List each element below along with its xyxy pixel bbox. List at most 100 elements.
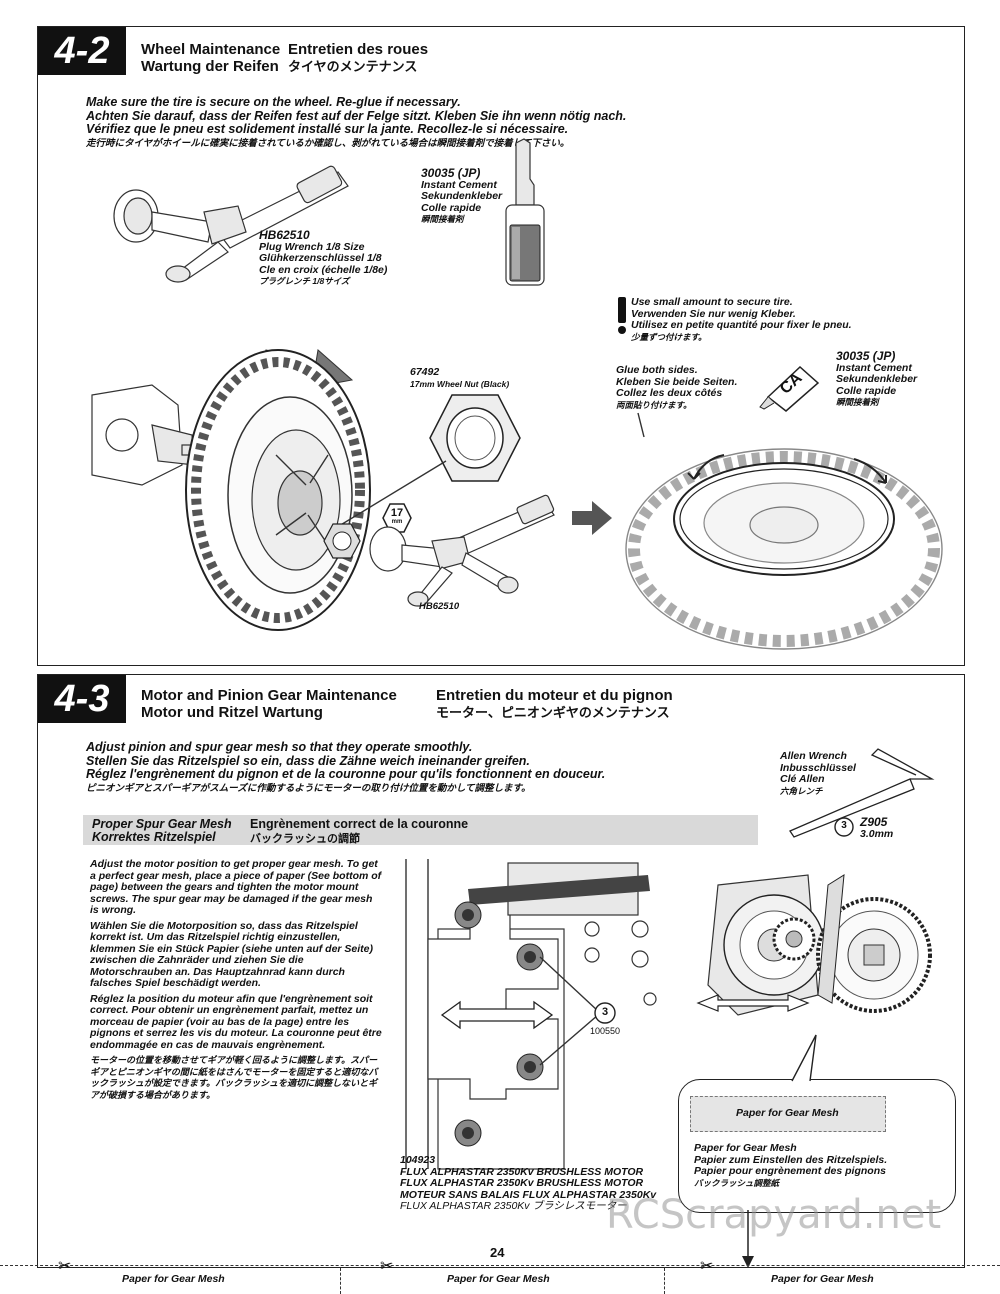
instruction-jp: 走行時にタイヤがホイールに確実に接着されているか確認し、剥がれている場合は瞬間接… xyxy=(86,137,570,149)
watermark: RCScrapyard.net xyxy=(606,1192,942,1238)
caution-text: Use small amount to secure tire. Verwend… xyxy=(631,296,852,343)
exclamation-icon xyxy=(616,297,628,335)
instruction-de: Achten Sie darauf, dass der Reifen fest … xyxy=(86,108,627,123)
right-arrow-icon xyxy=(572,501,612,535)
body-jp: モーターの位置を移動させてギアが軽く回るように調整します。スパーギアとピニオンギ… xyxy=(90,1055,378,1100)
screw-icon xyxy=(516,1053,544,1081)
body-en: Adjust the motor position to get proper … xyxy=(90,858,382,916)
wheel-nut-illustration xyxy=(429,394,521,482)
paper-caption: Paper for Gear Mesh Papier zum Einstelle… xyxy=(694,1142,888,1189)
socket-size: 17 xyxy=(390,507,404,519)
scissors-icon: ✂ xyxy=(58,1258,72,1275)
wrench-code-2: HB62510 xyxy=(419,601,460,612)
cut-label: Paper for Gear Mesh xyxy=(771,1273,874,1285)
ca-bottle: CA xyxy=(759,363,820,413)
plug-wrench-2-illustration xyxy=(369,494,555,607)
allen-badge-value: 3 xyxy=(841,820,847,831)
bar-title-en: Proper Spur Gear Mesh xyxy=(92,817,232,831)
screw-icon xyxy=(516,943,544,971)
section-number: 4-2 xyxy=(38,27,126,75)
wrench-line: Glühkerzenschlüssel 1/8 xyxy=(259,252,382,264)
allen-code-text: Z905 xyxy=(860,815,888,829)
cement-line: Colle rapide xyxy=(421,201,482,214)
circle-badge-icon xyxy=(834,817,854,837)
adjust-arrow-icon xyxy=(440,1000,554,1030)
body-de: Wählen Sie die Motorposition so, dass da… xyxy=(90,919,374,989)
screw-size-badge: 3 xyxy=(594,1002,616,1024)
allen-wrench-label: Allen Wrench Inbusschlüssel Clé Allen 六角… xyxy=(780,750,856,797)
cement-code-2: 30035 (JP) xyxy=(836,349,896,363)
bar-title-fr: Engrènement correct de la couronne xyxy=(250,817,469,831)
instructions: Adjust pinion and spur gear mesh so that… xyxy=(86,740,726,795)
cement-line: Instant Cement xyxy=(421,178,497,191)
cement-line: 瞬間接着剤 xyxy=(421,214,464,224)
glue-line: 両面貼り付けます。 xyxy=(616,399,692,410)
wrench-line: Cle en croix (échelle 1/8e) xyxy=(259,263,388,276)
gear-mesh-bar xyxy=(83,815,758,845)
hexagon-icon xyxy=(382,503,412,533)
cut-arrow xyxy=(742,1210,754,1268)
paper-sample-label: Paper for Gear Mesh xyxy=(736,1107,839,1119)
caution-line: 少量ずつ付けます。 xyxy=(631,331,707,342)
allen-line: Inbusschlüssel xyxy=(780,761,856,774)
instruction-de: Stellen Sie das Ritzelspiel so ein, dass… xyxy=(86,753,530,768)
cement-line: Instant Cement xyxy=(836,361,912,374)
glue-bottle-illustration xyxy=(505,138,545,286)
bar-title-jp: バックラッシュの調節 xyxy=(250,833,360,845)
motor-line: FLUX ALPHASTAR 2350Kv ブラシレスモーター xyxy=(400,1200,627,1212)
section-title-de: Motor und Ritzel Wartung xyxy=(141,704,323,721)
cement-line: Sekundenkleber xyxy=(421,190,503,202)
tire-rim-illustration xyxy=(625,448,943,650)
motor-line: FLUX ALPHASTAR 2350Kv BRUSHLESS MOTOR xyxy=(400,1165,644,1178)
allen-size-badge: 3 xyxy=(834,817,854,837)
allen-code: Z905 3.0mm xyxy=(860,815,894,840)
page-number: 24 xyxy=(490,1245,505,1260)
section-title-en: Motor and Pinion Gear Maintenance xyxy=(141,687,397,704)
paper-caption-line: Paper for Gear Mesh xyxy=(694,1142,797,1154)
nut-description: 17mm Wheel Nut (Black) xyxy=(410,378,510,389)
glue-line: Kleben Sie beide Seiten. xyxy=(616,375,738,388)
screw-leader-lines xyxy=(539,956,599,1066)
wrench-code: HB62510 xyxy=(259,228,310,242)
tire-illustration xyxy=(185,349,371,631)
allen-size-text: 3.0mm xyxy=(860,827,894,840)
allen-wrench-illustration xyxy=(789,748,935,838)
section-title-fr: Entretien des roues xyxy=(288,41,429,58)
paper-caption-line: Papier zum Einstellen des Ritzelspiels. xyxy=(694,1153,888,1166)
cement-label-1: 30035 (JP) Instant Cement Sekundenkleber… xyxy=(421,167,503,226)
caution-line: Utilisez en petite quantité pour fixer l… xyxy=(631,319,852,331)
body-fr: Réglez la position du moteur afin que l'… xyxy=(90,992,382,1051)
cement-line: 瞬間接着剤 xyxy=(836,397,879,407)
gear-mesh-illustration xyxy=(696,874,932,1016)
section-number: 4-3 xyxy=(38,675,126,723)
glue-leader-line xyxy=(637,412,645,438)
body-text: Adjust the motor position to get proper … xyxy=(90,858,382,1101)
cut-label: Paper for Gear Mesh xyxy=(447,1273,550,1285)
nut-leader-line xyxy=(333,460,447,530)
motor-code: 104923 xyxy=(400,1154,436,1166)
motor-line: MOTEUR SANS BALAIS FLUX ALPHASTAR 2350Kv xyxy=(400,1188,657,1201)
section-title-en: Wheel Maintenance xyxy=(141,41,281,58)
nut-label: 67492 17mm Wheel Nut (Black) xyxy=(410,366,510,390)
small-nut-illustration xyxy=(323,523,361,559)
cut-line xyxy=(0,1265,1000,1266)
instruction-jp: ピニオンギアとスパーギアがスムーズに作動するようにモーターの取り付け位置を動かし… xyxy=(86,782,531,794)
screw-icon xyxy=(454,901,482,929)
allen-line: Clé Allen xyxy=(780,773,825,785)
instructions: Make sure the tire is secure on the whee… xyxy=(86,95,646,150)
scissors-icon: ✂ xyxy=(700,1258,714,1275)
section-4-2: 4-2 Wheel Maintenance Entretien des roue… xyxy=(37,26,965,666)
cement-label-2: 30035 (JP) Instant Cement Sekundenkleber… xyxy=(836,349,917,409)
section-title-fr: Entretien du moteur et du pignon xyxy=(436,687,673,704)
instruction-en: Adjust pinion and spur gear mesh so that… xyxy=(86,740,473,754)
callout-pointer xyxy=(791,1034,817,1082)
caution-line: Use small amount to secure tire. xyxy=(631,296,793,308)
cut-label: Paper for Gear Mesh xyxy=(122,1273,225,1285)
section-title-de: Wartung der Reifen xyxy=(141,58,279,75)
wrench-label-1: HB62510 Plug Wrench 1/8 Size Glühkerzens… xyxy=(259,228,388,288)
socket-size-badge: 17 mm xyxy=(382,503,412,533)
screw-icon xyxy=(454,1119,482,1147)
paper-caption-line: Papier pour engrènement des pignons xyxy=(694,1165,886,1177)
instruction-en: Make sure the tire is secure on the whee… xyxy=(86,95,461,109)
nut-code: 67492 xyxy=(410,366,440,378)
